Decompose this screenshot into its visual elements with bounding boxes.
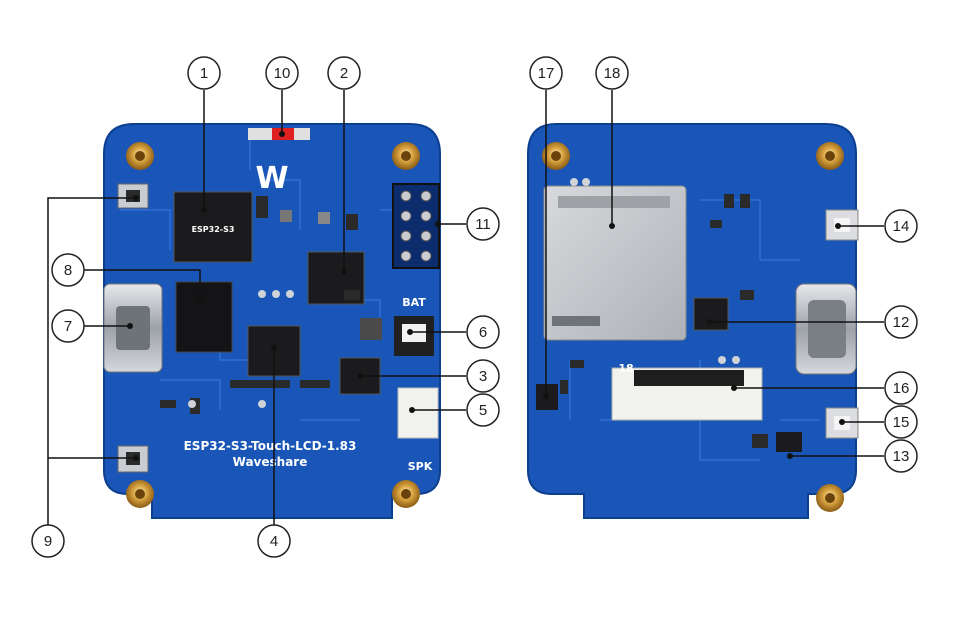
- spk-label: SPK: [408, 460, 433, 473]
- tf-card-slot: [543, 185, 687, 341]
- callout-6: 6: [466, 315, 500, 349]
- svg-text:5: 5: [479, 402, 487, 419]
- svg-text:6: 6: [479, 324, 487, 341]
- callout-2: 2: [327, 56, 361, 90]
- callout-4: 4: [257, 524, 291, 558]
- callout-9: 9: [31, 524, 65, 558]
- speaker-connector: [397, 387, 439, 439]
- svg-text:2: 2: [340, 65, 348, 82]
- svg-text:15: 15: [893, 414, 910, 431]
- chip-label: ESP32-S3: [192, 225, 235, 234]
- callout-12: 12: [884, 305, 918, 339]
- board-brand: Waveshare: [233, 455, 308, 469]
- svg-text:10: 10: [274, 65, 291, 82]
- leader-lines: [47, 90, 884, 526]
- svg-text:16: 16: [893, 380, 910, 397]
- svg-text:11: 11: [475, 216, 491, 233]
- back-board: 18: [527, 123, 859, 519]
- callout-8: 8: [51, 253, 85, 287]
- waveshare-logo: W: [255, 161, 288, 196]
- esp32-s3-chip: [173, 191, 253, 263]
- callout-7: 7: [51, 309, 85, 343]
- svg-text:17: 17: [538, 65, 555, 82]
- bat-label: BAT: [402, 296, 426, 309]
- svg-text:4: 4: [270, 533, 278, 550]
- svg-text:18: 18: [604, 65, 621, 82]
- svg-text:9: 9: [44, 533, 52, 550]
- chip-13: [776, 432, 802, 452]
- callout-11: 11: [466, 207, 500, 241]
- svg-text:3: 3: [479, 368, 487, 385]
- callout-5: 5: [466, 393, 500, 427]
- callout-13: 13: [884, 439, 918, 473]
- callout-10: 10: [265, 56, 299, 90]
- rtc-chip: [693, 297, 729, 331]
- board-name: ESP32-S3-Touch-LCD-1.83: [184, 439, 357, 453]
- ldo-chip: [175, 281, 233, 353]
- fpc-pin-label: 18: [618, 362, 633, 375]
- front-board: W ESP32-S3 BAT SPK: [103, 123, 441, 519]
- svg-text:13: 13: [893, 448, 910, 465]
- leader-dots: [127, 131, 845, 461]
- callout-17: 17: [529, 56, 563, 90]
- pin-header: [392, 183, 440, 269]
- svg-text:7: 7: [64, 318, 72, 335]
- svg-text:1: 1: [200, 65, 208, 82]
- svg-text:8: 8: [64, 262, 72, 279]
- callout-1: 1: [187, 56, 221, 90]
- callout-18: 18: [595, 56, 629, 90]
- callout-15: 15: [884, 405, 918, 439]
- callout-14: 14: [884, 209, 918, 243]
- svg-text:12: 12: [893, 314, 910, 331]
- callout-16: 16: [884, 371, 918, 405]
- callout-3: 3: [466, 359, 500, 393]
- svg-text:14: 14: [893, 218, 910, 235]
